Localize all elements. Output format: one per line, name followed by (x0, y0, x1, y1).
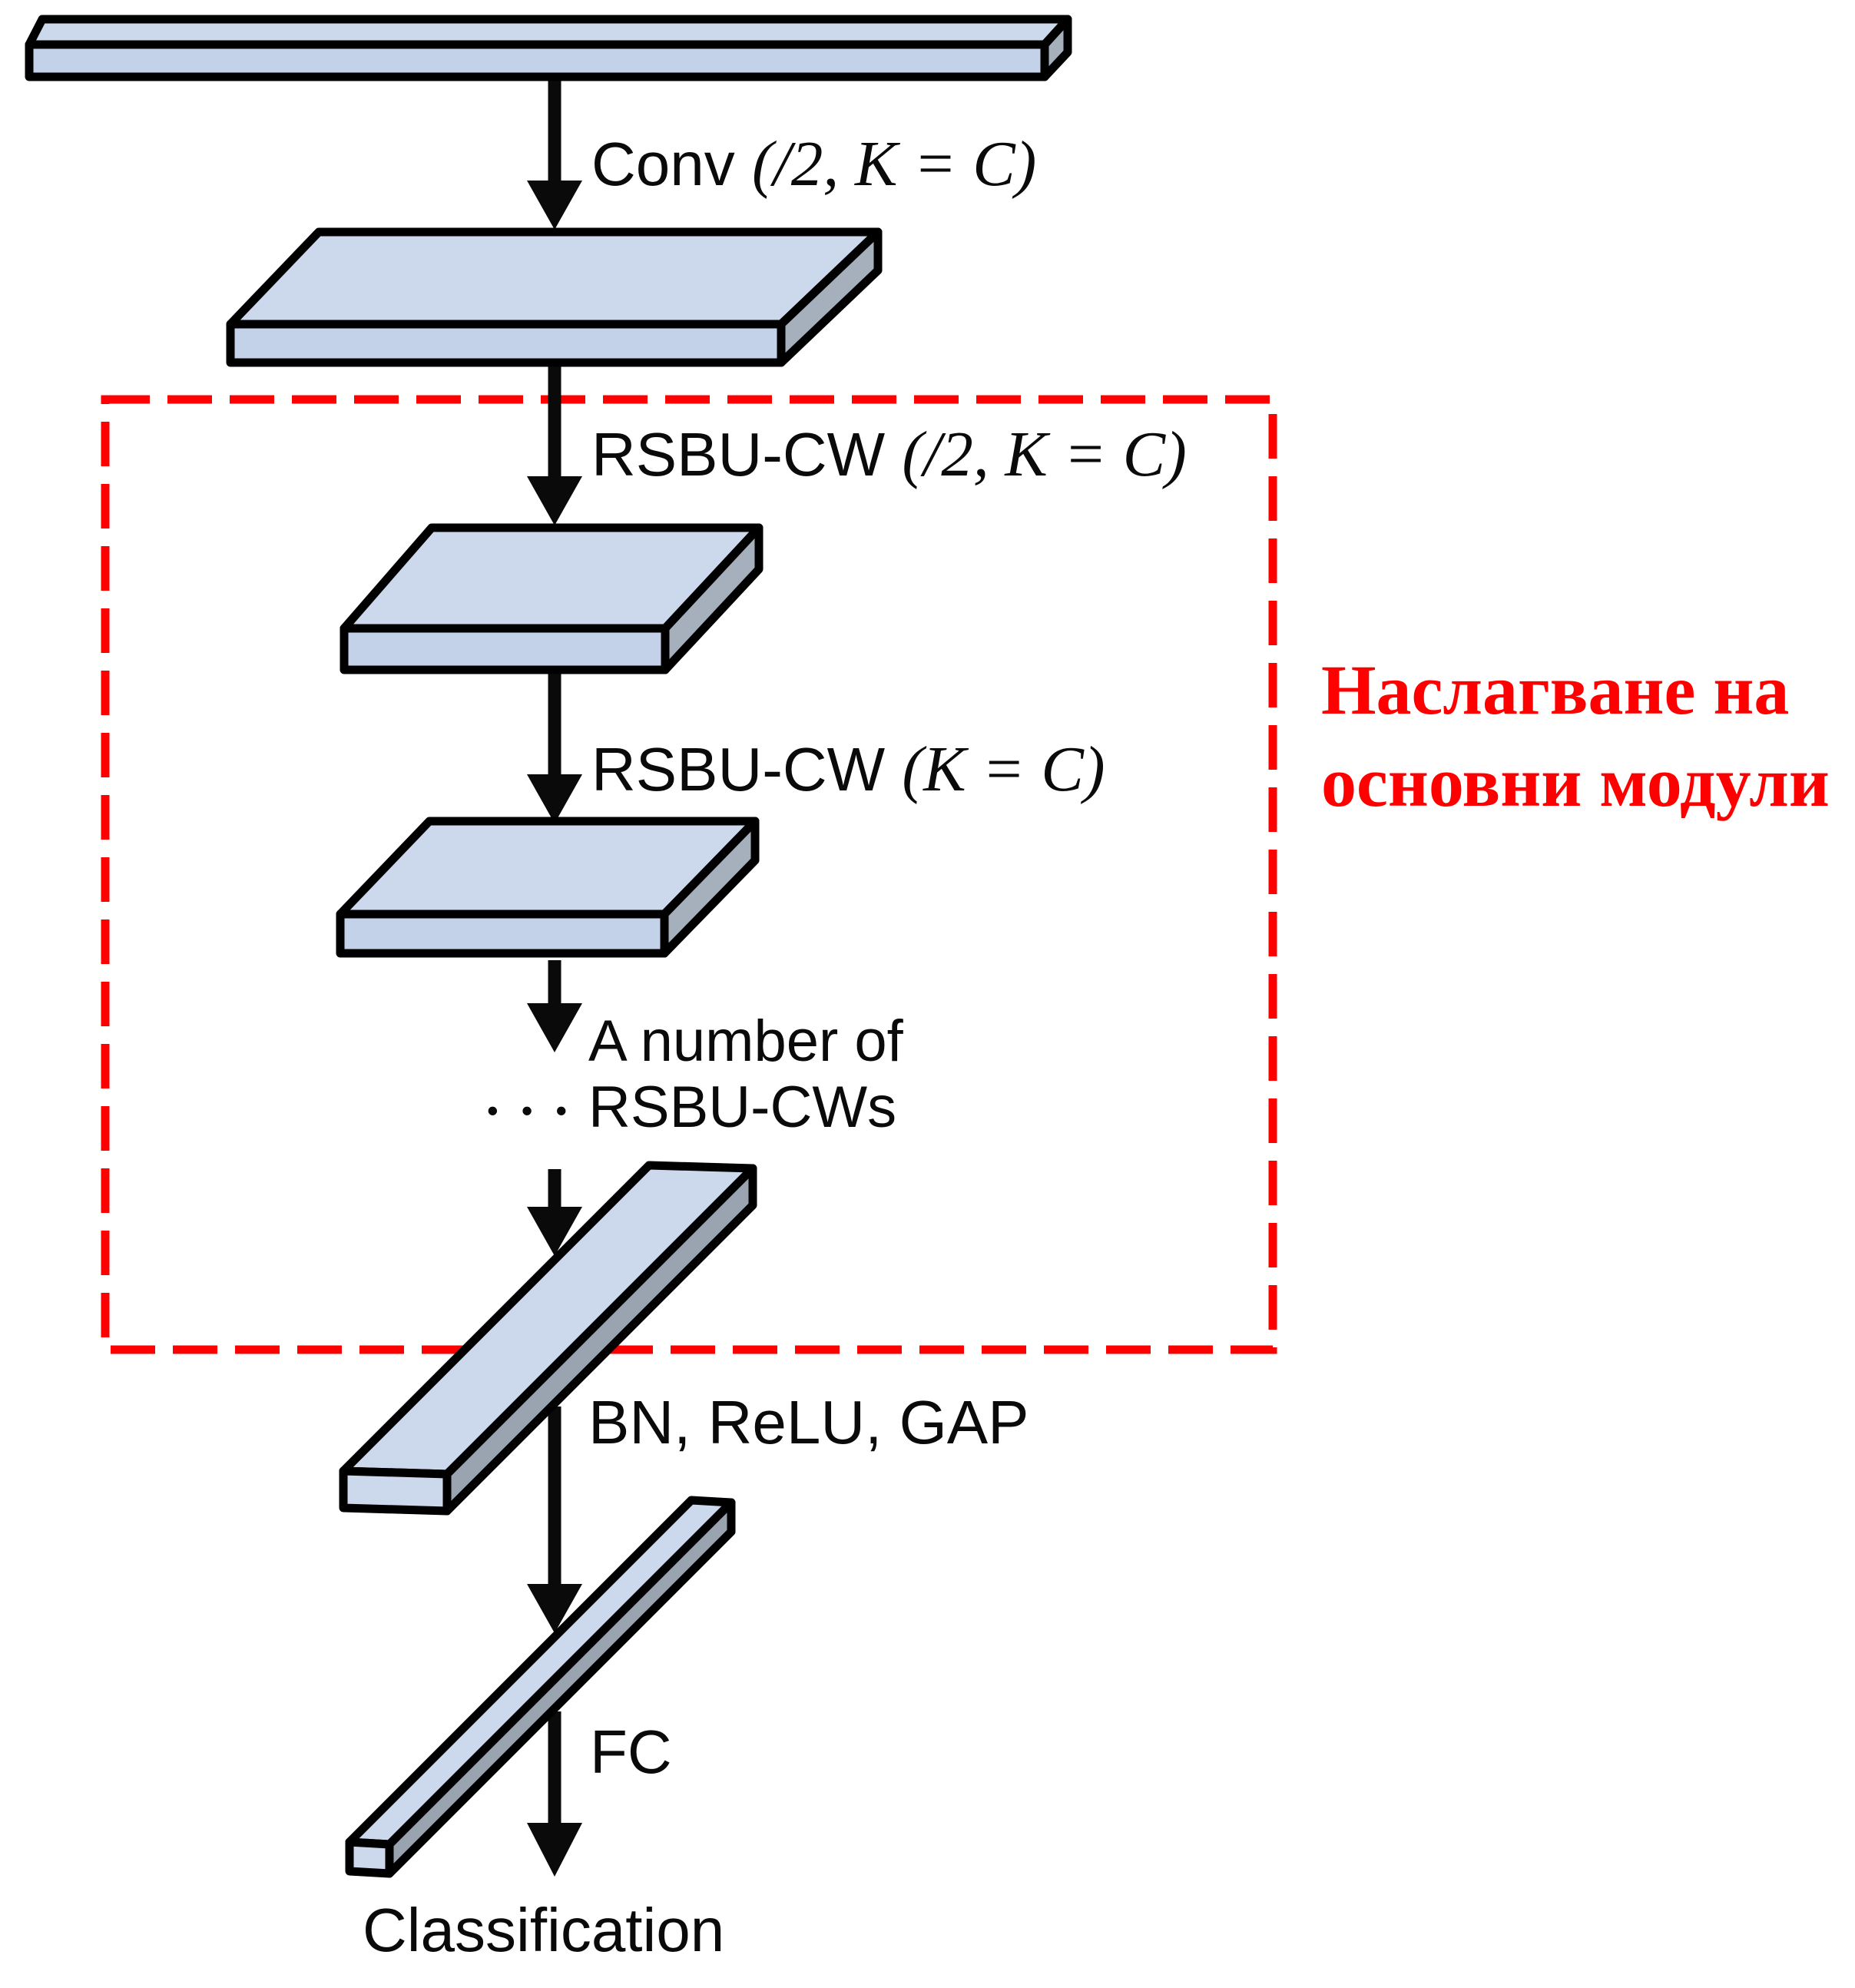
conv-arrow (527, 80, 582, 230)
rsbu-downsample-label-args: (/2, K = C) (902, 419, 1187, 489)
rsbu-label-args: (K = C) (902, 734, 1105, 804)
fc-label: FC (590, 1718, 672, 1786)
basic-modules-dashed-box (101, 395, 1277, 1354)
input-bar-front-face (25, 40, 1049, 81)
stack-note-line1: A number of (588, 1009, 903, 1074)
annotation-line1: Наслагване на (1321, 651, 1790, 729)
slab-side-face (660, 817, 760, 958)
slab-front-face (336, 910, 669, 958)
arrow-head-icon (527, 1584, 582, 1633)
rsbu-downsample-label-op: RSBU-CW (591, 420, 903, 489)
stacked-output-diagonal-bar (339, 1161, 757, 1516)
input-bar-side-face (1040, 15, 1072, 81)
rsbu-downsample-label: RSBU-CW (/2, K = C) (591, 422, 1187, 486)
slab-front-face (340, 624, 670, 674)
bn-relu-gap-arrow (527, 1407, 582, 1633)
rsbu-feature-map-slab (336, 817, 760, 958)
conv-feature-map-slab (226, 227, 883, 367)
annotation-line2: основни модули (1321, 743, 1830, 821)
ellipsis-dots-icon: ••• (487, 1092, 591, 1128)
diagonal-bar-top-face (345, 1496, 736, 1849)
rsbu-downsample-feature-map-slab (340, 523, 764, 674)
arrow-head-icon (527, 181, 582, 230)
slab-side-face (777, 227, 883, 367)
classification-label: Classification (363, 1896, 725, 1964)
slab-front-face (226, 320, 786, 367)
arrow-head-icon (527, 476, 582, 525)
conv-label: Conv (/2, K = C) (591, 130, 1036, 198)
stack-note-line2: RSBU-CWs (588, 1075, 897, 1140)
rsbu-label: RSBU-CW (K = C) (591, 737, 1105, 801)
arrow-head-icon (527, 1207, 582, 1256)
slab-side-face (661, 523, 764, 674)
fc-arrow (527, 1711, 582, 1877)
arrow-head-icon (527, 1823, 582, 1877)
stack-arrow-upper (527, 960, 582, 1052)
bn-relu-gap-label: BN, ReLU, GAP (588, 1388, 1029, 1456)
arrow-head-icon (527, 1003, 582, 1052)
gap-feature-vector-diagonal-bar (345, 1496, 736, 1878)
input-signal-bar (25, 15, 1072, 81)
diagonal-bar-end-face (339, 1466, 452, 1516)
rsbu-label-op: RSBU-CW (591, 735, 903, 803)
conv-label-op: Conv (591, 130, 752, 198)
diagonal-bar-end-face (345, 1837, 394, 1878)
rsbu-arrow (527, 670, 582, 823)
conv-label-args: (/2, K = C) (751, 128, 1037, 199)
arrow-head-icon (527, 774, 582, 823)
stack-arrow-lower (527, 1169, 582, 1256)
slab-top-face (226, 227, 883, 329)
rsbu-downsample-arrow (527, 361, 582, 525)
